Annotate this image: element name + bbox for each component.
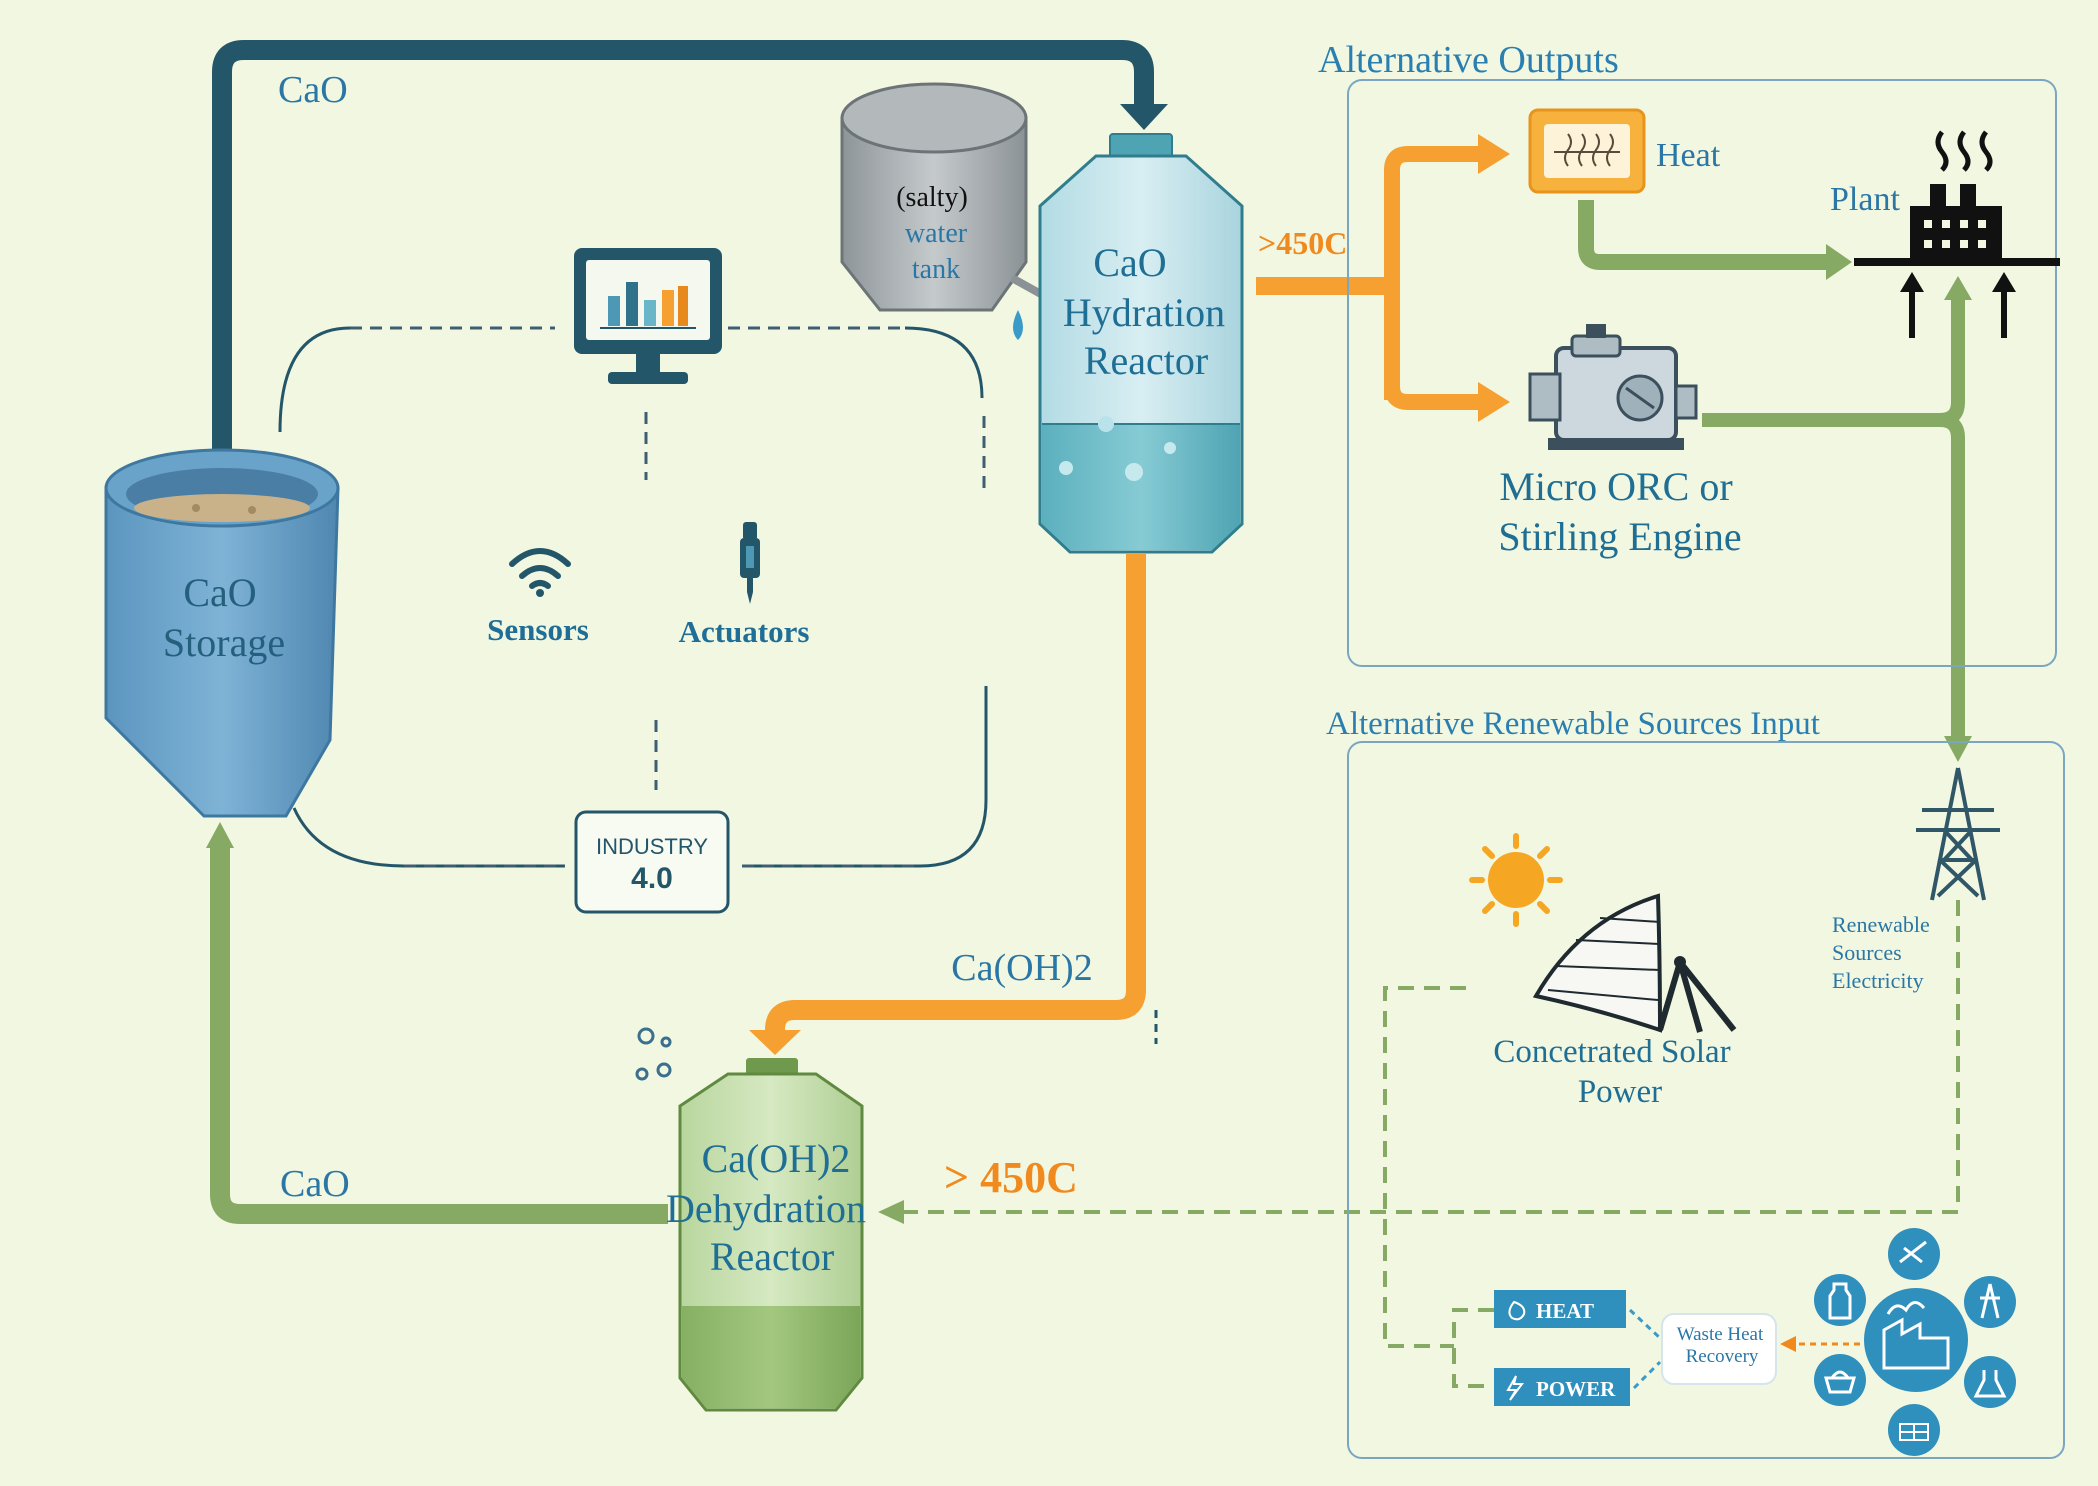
engine-label-line2: Stirling Engine — [1498, 514, 1741, 559]
dehydration-reactor-label-line3: Reactor — [710, 1234, 834, 1279]
hydration-reactor-label-line2: Hydration — [1063, 290, 1225, 335]
hot-output-arrows — [1256, 134, 1510, 422]
outputs-panel — [1347, 79, 2057, 667]
solar-dish-icon — [1532, 893, 1737, 1033]
electricity-label-line1: Renewable — [1832, 912, 1930, 937]
industry-hub — [1814, 1228, 2016, 1456]
storage-label-line2: Storage — [163, 620, 285, 665]
sun-icon — [1469, 833, 1563, 927]
sensors-label: Sensors — [487, 612, 589, 647]
dehydration-reactor-label-line1: Ca(OH)2 — [702, 1136, 851, 1181]
cao-return-arrow-bottom — [206, 822, 668, 1224]
water-tank-label-line2: water — [905, 218, 968, 249]
electricity-label-line2: Sources — [1832, 940, 1902, 965]
cao-flow-label-top: CaO — [278, 69, 348, 111]
hydration-reactor-label-line3: Reactor — [1084, 338, 1208, 383]
control-loop — [278, 326, 988, 868]
industry-label: INDUSTRY — [596, 834, 708, 859]
inputs-panel — [1347, 741, 2065, 1459]
power-badge: POWER — [1494, 1368, 1630, 1406]
inputs-title: Alternative Renewable Sources Input — [1326, 706, 1820, 742]
waste-heat-label-line1: Waste Heat — [1677, 1324, 1764, 1345]
hydration-reactor-label-line1: CaO — [1093, 240, 1166, 285]
waste-heat-arrowhead — [1780, 1336, 1796, 1352]
cao-return-arrow-top — [212, 40, 1168, 450]
hydration-reactor — [1038, 133, 1244, 554]
hot-output-label: >450C — [1258, 225, 1347, 261]
waste-heat-recovery-box: Waste Heat Recovery — [1661, 1313, 1777, 1385]
caoh2-flow-label: Ca(OH)2 — [951, 947, 1092, 989]
badge-dashed-links — [1628, 1308, 1662, 1390]
dehydration-reactor-label-line2: Dehydration — [666, 1186, 866, 1231]
water-tank-label-line3: tank — [912, 254, 960, 285]
waste-heat-label-line2: Recovery — [1686, 1346, 1759, 1367]
heat-badge: HEAT — [1494, 1290, 1626, 1328]
plant-factory-icon — [1854, 130, 2060, 338]
electricity-label-line3: Electricity — [1832, 968, 1924, 993]
solar-label-line1: Concetrated Solar — [1493, 1034, 1730, 1070]
hot-input-dashed-arrow — [878, 900, 1960, 1388]
outputs-title: Alternative Outputs — [1318, 39, 1619, 81]
monitor-chart-icon — [574, 248, 722, 384]
power-badge-label: POWER — [1536, 1377, 1616, 1401]
storage-label-line1: CaO — [183, 570, 256, 615]
heat-to-plant-arrow — [1578, 200, 1852, 280]
plant-label: Plant — [1830, 181, 1900, 218]
cao-flow-label-bottom: CaO — [280, 1163, 350, 1205]
hot-input-label: > 450C — [944, 1153, 1078, 1202]
wifi-icon — [509, 548, 571, 597]
dehydration-reactor — [635, 1027, 864, 1412]
industry-version: 4.0 — [631, 862, 673, 895]
heat-label: Heat — [1656, 137, 1721, 174]
actuators-label: Actuators — [679, 614, 810, 649]
cao-storage-silo — [104, 448, 340, 818]
heat-exchanger-icon — [1528, 108, 1646, 194]
heat-badge-label: HEAT — [1536, 1299, 1594, 1323]
salty-water-tank — [840, 82, 1050, 340]
engine-to-plant-arrow — [1702, 276, 1972, 762]
industry-4-badge: INDUSTRY 4.0 — [574, 810, 730, 914]
actuator-probe-icon — [740, 522, 760, 604]
power-tower-icon — [1916, 767, 2000, 901]
solar-label-line2: Power — [1578, 1074, 1662, 1110]
water-tank-label-line1: (salty) — [896, 182, 968, 213]
engine-label-line1: Micro ORC or — [1499, 464, 1732, 509]
engine-icon — [1528, 324, 1698, 450]
caoh2-flow-arrow — [749, 554, 1146, 1055]
